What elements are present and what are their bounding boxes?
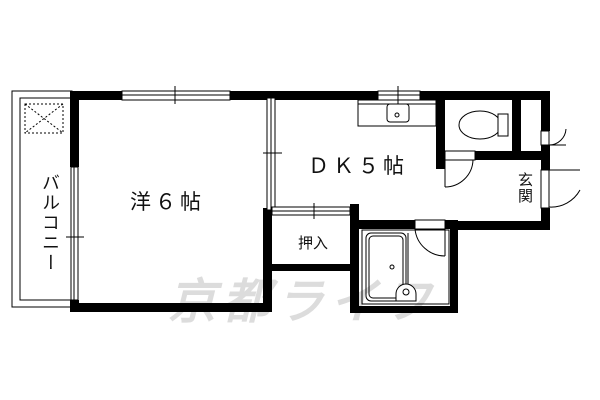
washbasin-icon bbox=[395, 283, 417, 302]
toilet-icon bbox=[458, 110, 509, 140]
western-room-label: 洋６帖 bbox=[130, 190, 205, 214]
entrance-door bbox=[540, 169, 581, 209]
dining-kitchen-label: ＤＫ５帖 bbox=[308, 154, 408, 178]
bathroom-door bbox=[414, 219, 446, 257]
watermark: 京都ライフ bbox=[168, 274, 439, 330]
storage-door bbox=[540, 128, 567, 146]
toilet-door bbox=[444, 150, 476, 188]
entrance-label: 玄関 bbox=[516, 172, 534, 204]
windows bbox=[66, 86, 421, 301]
kitchen-sink-icon bbox=[357, 99, 437, 127]
outdoor-unit-icon bbox=[24, 103, 64, 134]
walls bbox=[70, 91, 550, 313]
balcony-label: バルコニー bbox=[39, 173, 60, 273]
closet-label: 押入 bbox=[298, 234, 329, 252]
